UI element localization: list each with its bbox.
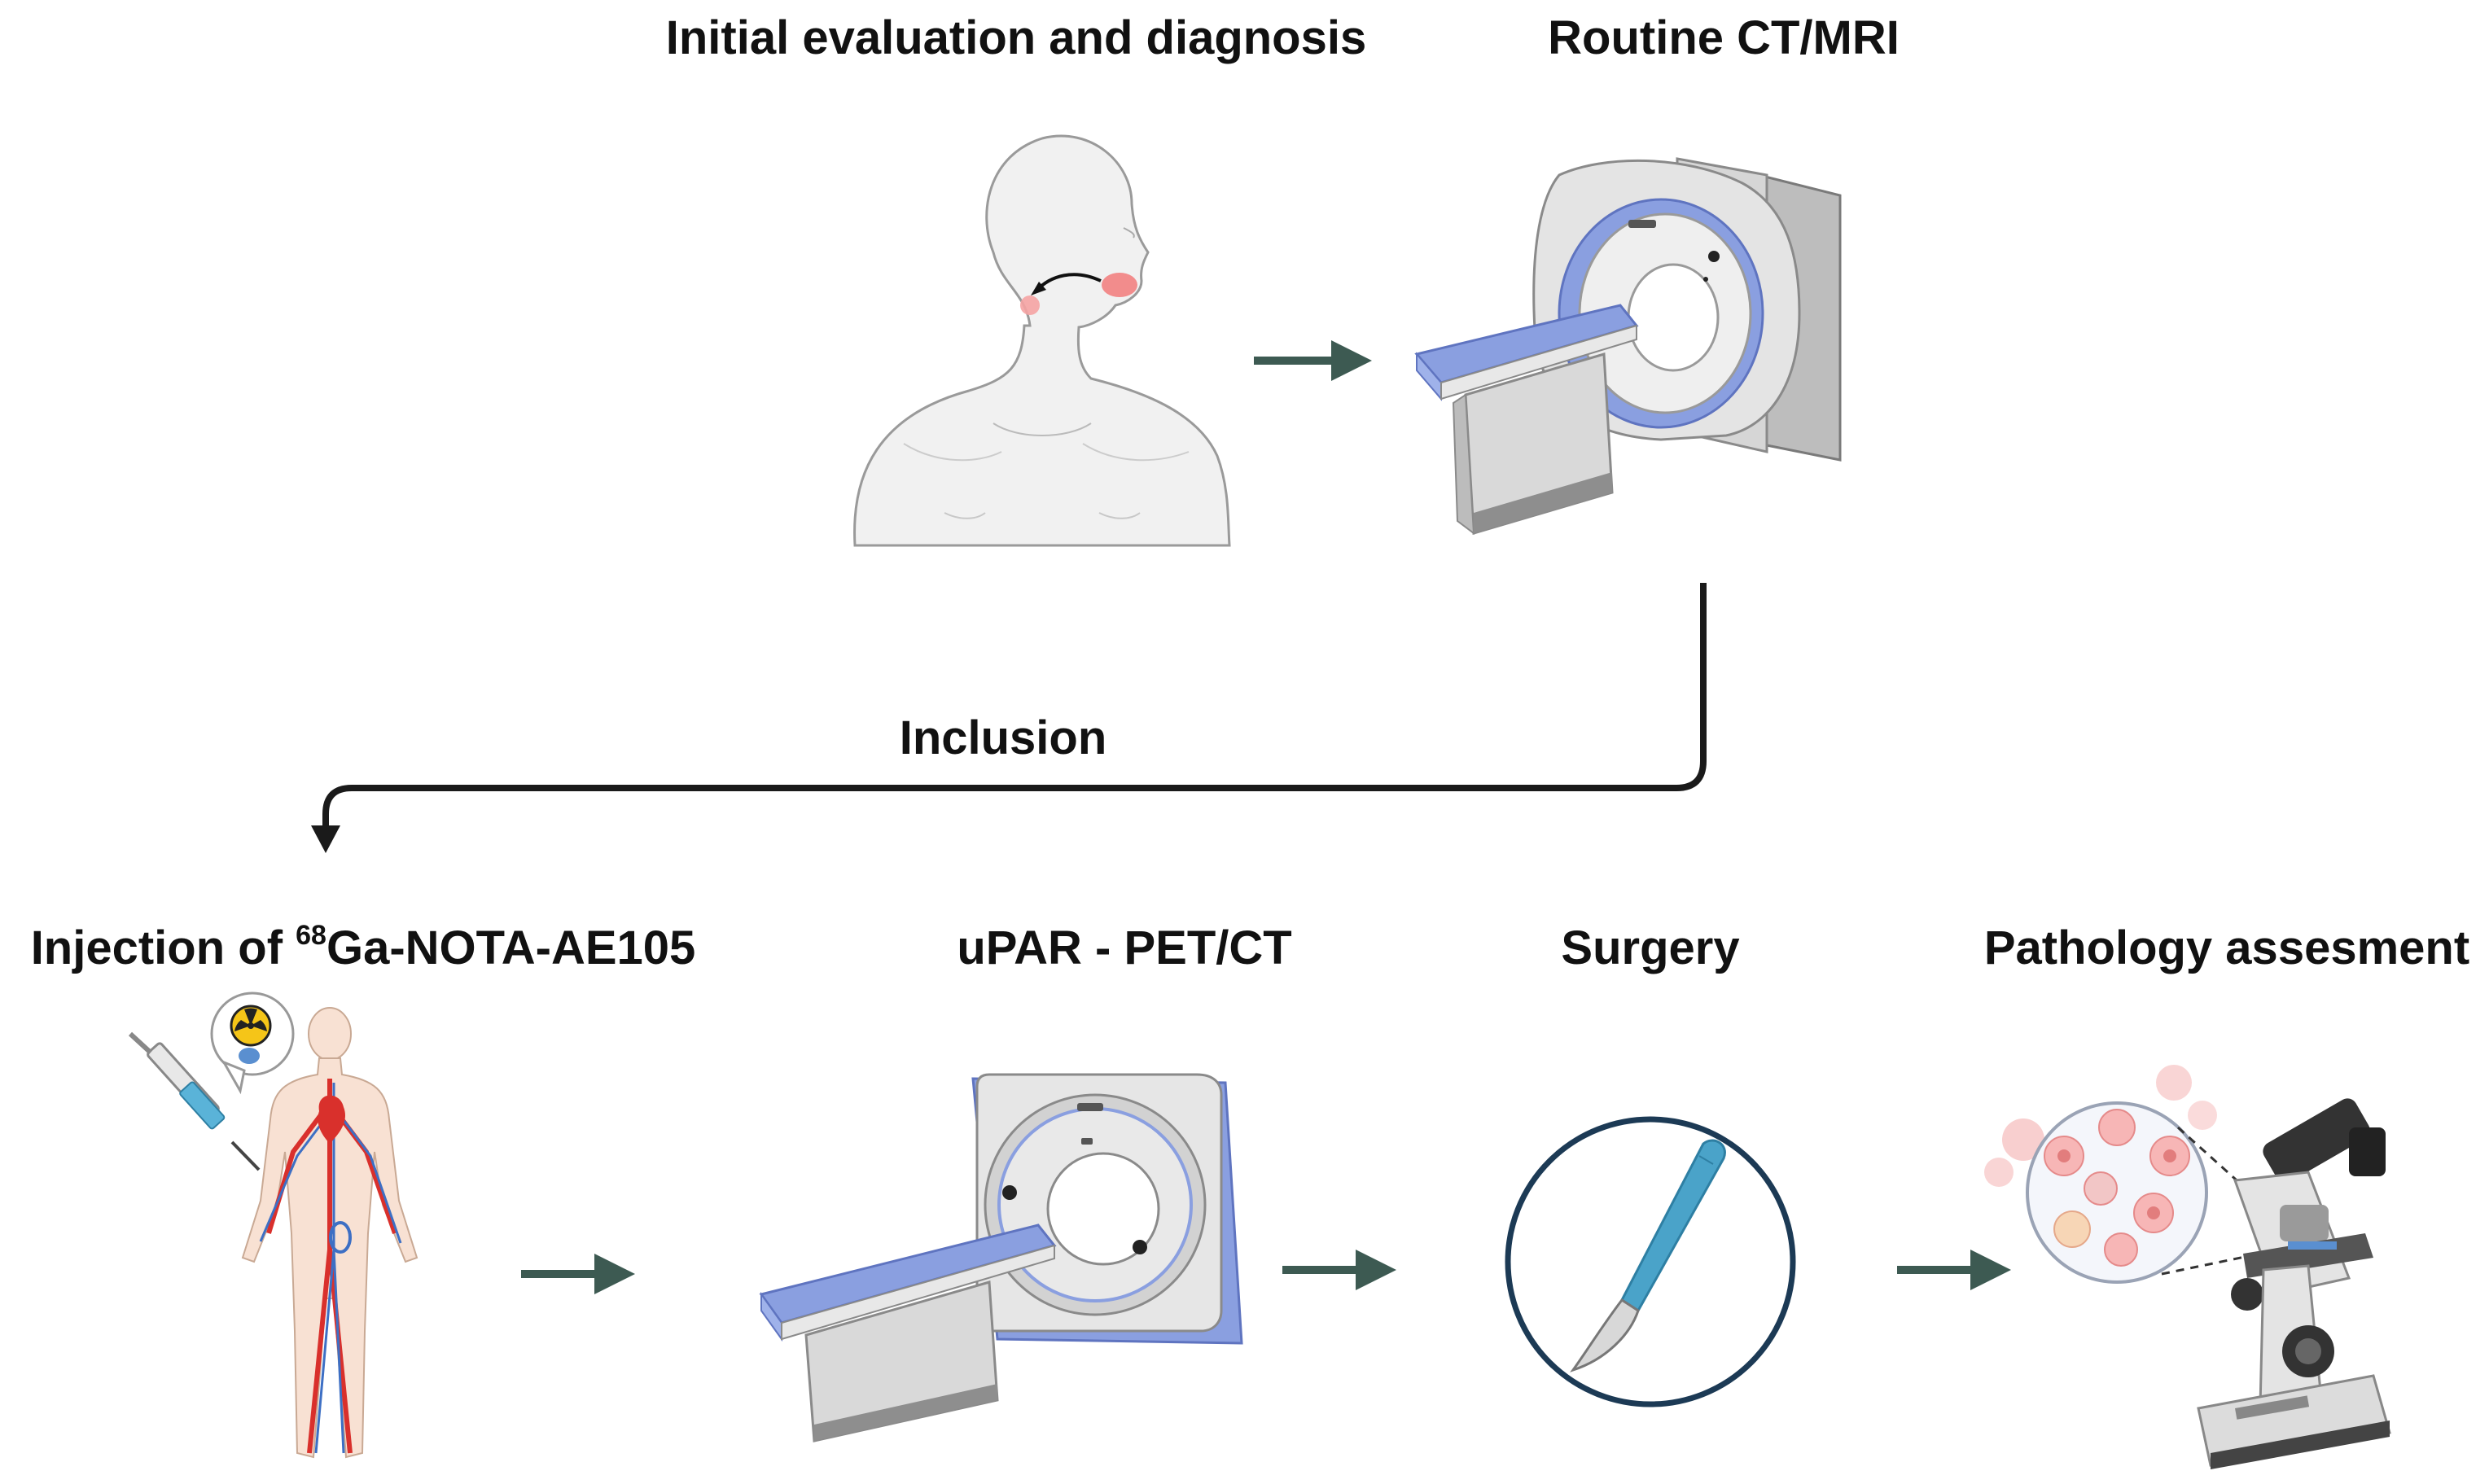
neck-lymph-lesion [1020, 295, 1040, 315]
pet-ct-scanner [759, 1066, 1250, 1449]
microscope-icon [1966, 1050, 2422, 1473]
radiation-bubble [210, 992, 295, 1095]
vascular-body [128, 989, 456, 1477]
step-label-initial-evaluation: Initial evaluation and diagnosis [665, 11, 1367, 64]
isotope-superscript: 68 [296, 920, 326, 951]
cell-magnifier [1984, 1065, 2302, 1284]
scalpel-icon [1500, 1111, 1801, 1412]
inclusion-connector-line [322, 583, 1707, 829]
head-neck-figure [847, 130, 1238, 547]
inclusion-arrowhead [311, 825, 340, 853]
step-label-pet-ct: uPAR - PET/CT [957, 921, 1292, 974]
step-label-injection: Injection of 68Ga-NOTA-AE105 [31, 921, 696, 972]
injection-prefix: Injection of [30, 921, 296, 974]
human-body [241, 1007, 418, 1459]
step-label-pathology: Pathology assesment [1983, 921, 2470, 974]
syringe-icon [128, 1031, 261, 1171]
injection-compound: Ga-NOTA-AE105 [326, 921, 696, 974]
step-label-surgery: Surgery [1561, 921, 1740, 974]
mri-scanner [1414, 151, 1856, 541]
tongue-lesion [1102, 273, 1137, 297]
step-label-routine-ct-mri: Routine CT/MRI [1548, 11, 1900, 64]
connector-label-inclusion: Inclusion [899, 711, 1107, 764]
